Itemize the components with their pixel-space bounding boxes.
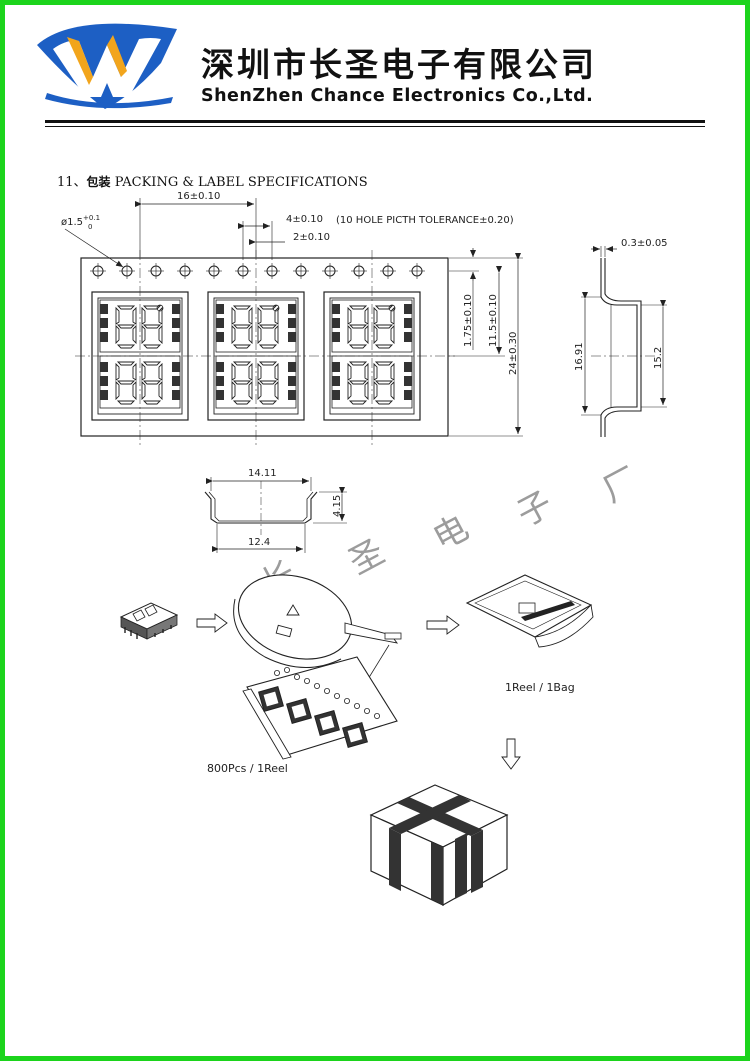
dim-pocket-152: 15.2: [653, 347, 664, 369]
header-rule-thin: [45, 126, 705, 127]
arrow-right-icon: [426, 615, 460, 635]
watermark-char-3: 电: [426, 508, 475, 559]
dim-width-24: 24±0.30: [508, 332, 519, 375]
dim-thickness-03: 0.3±0.05: [621, 238, 668, 249]
dim-center-115: 11.5±0.10: [488, 294, 499, 347]
dim-pocket-1691: 16.91: [574, 342, 585, 371]
reel-illustration: [233, 574, 402, 698]
dim-cavity-415: 4.15: [332, 495, 343, 517]
dim-offset-2: 2±0.10: [293, 232, 330, 243]
watermark-char-2: 圣: [342, 532, 391, 583]
section-title: 11、包装 PACKING & LABEL SPECIFICATIONS: [57, 171, 368, 190]
section-title-en: PACKING & LABEL SPECIFICATIONS: [114, 175, 368, 190]
dim-hole-pitch-4: 4±0.10: [286, 214, 323, 225]
company-name-cn: 深圳市长圣电子有限公司: [201, 45, 597, 84]
section-title-cn: 包装: [86, 175, 111, 189]
arrow-down-icon: [501, 738, 521, 770]
watermark-char-5: 厂: [596, 460, 645, 511]
header-rule-thick: [45, 120, 705, 123]
tape-strip-illustration: [242, 656, 398, 760]
label-reel-bag: 1Reel / 1Bag: [505, 681, 575, 694]
label-pcs-reel: 800Pcs / 1Reel: [207, 762, 288, 775]
arrow-right-icon: [196, 613, 228, 633]
company-name-en: ShenZhen Chance Electronics Co.,Ltd.: [201, 86, 594, 106]
bag-illustration: [465, 574, 594, 648]
shipping-box-illustration: [369, 784, 509, 907]
company-logo-icon: [37, 23, 177, 110]
cavity-profile: 14.11 4.15 12.4: [204, 468, 347, 553]
watermark-char-4: 子: [510, 484, 559, 535]
dim-cavity-124: 12.4: [248, 537, 270, 548]
section-number: 11、: [57, 175, 87, 190]
dim-edge-175: 1.75±0.10: [463, 294, 474, 347]
tolerance-note: (10 HOLE PICTH TOLERANCE±0.20): [336, 215, 514, 226]
dim-pitch-16: 16±0.10: [177, 191, 220, 202]
dim-cavity-1411: 14.11: [248, 468, 277, 479]
component-illustration: [119, 602, 179, 640]
carrier-tape-section-view: 0.3±0.05 16.91 15.2: [574, 238, 668, 437]
